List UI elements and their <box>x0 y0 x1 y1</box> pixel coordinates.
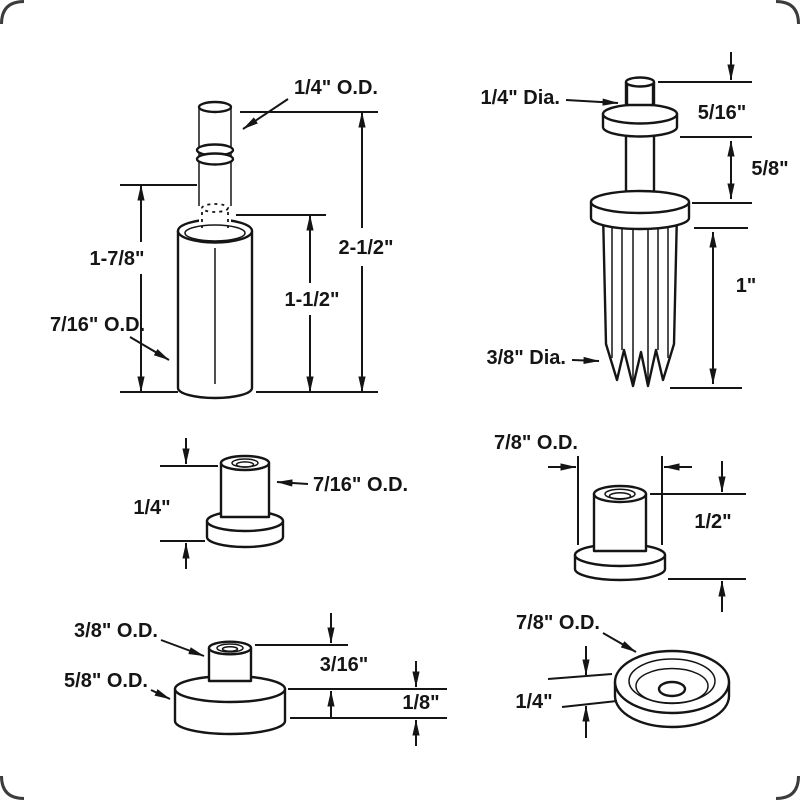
part-disc-cap-dimensions: 7/8" O.D. 1/4" <box>515 612 637 738</box>
part-flanged-nut-dimensions: 3/8" O.D. 5/8" O.D. 3/16" 1/8" <box>64 613 447 746</box>
dim-label-stem-od: 1/4" O.D. <box>294 77 378 99</box>
dim-label-stem-dia: 1/4" Dia. <box>480 87 560 109</box>
dim-label-bushing-height: 1/4" <box>133 497 170 519</box>
part-top-pivot-dimensions: 1/4" O.D. 2-1/2" 1-1/2" 1-7/8" 7/16" O.D… <box>50 77 394 393</box>
part-flanged-bushing-dimensions: 7/8" O.D. 1/2" <box>494 432 746 612</box>
dim-label-stem-height: 5/16" <box>698 102 746 124</box>
part-small-bushing-drawing <box>205 454 285 549</box>
dim-label-fluted-height: 1" <box>736 275 757 297</box>
part-small-bushing-dimensions: 1/4" 7/16" O.D. <box>133 438 408 569</box>
dim-label-body-od: 7/16" O.D. <box>50 314 145 336</box>
part-spring-pivot-dimensions: 1/4" Dia. 5/16" 5/8" 1" 3/8" Dia. <box>480 52 789 389</box>
part-flanged-nut-drawing <box>173 640 287 736</box>
dim-label-upper-height: 1-7/8" <box>89 248 144 270</box>
dim-label-flange-od: 7/8" O.D. <box>494 432 578 454</box>
dim-label-body-height: 1-1/2" <box>284 289 339 311</box>
dim-label-hub-height: 3/16" <box>320 654 368 676</box>
dim-label-overall-height: 2-1/2" <box>338 237 393 259</box>
dim-label-bushing-od: 7/16" O.D. <box>313 474 408 496</box>
part-disc-cap-drawing <box>613 649 731 729</box>
part-spring-pivot-drawing <box>589 76 691 388</box>
dim-label-nut-flange-height: 1/8" <box>402 692 439 714</box>
part-flanged-bushing-drawing <box>573 484 667 582</box>
part-top-pivot-drawing <box>176 100 254 400</box>
dim-label-fluted-dia: 3/8" Dia. <box>486 347 566 369</box>
dim-label-nut-flange-od: 5/8" O.D. <box>64 670 148 692</box>
dim-label-bushing2-height: 1/2" <box>694 511 731 533</box>
dim-label-disc-thickness: 1/4" <box>515 691 552 713</box>
dim-label-shaft-height: 5/8" <box>751 158 788 180</box>
dim-label-disc-od: 7/8" O.D. <box>516 612 600 634</box>
dim-label-hub-od: 3/8" O.D. <box>74 620 158 642</box>
